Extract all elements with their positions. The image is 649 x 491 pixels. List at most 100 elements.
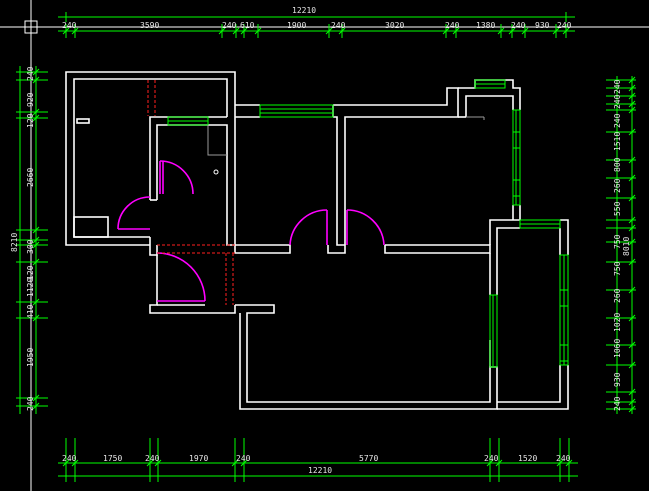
right-dim-label: 260 <box>613 178 622 193</box>
top-dim-label: 240 <box>557 21 572 30</box>
dimension-tick <box>218 27 226 35</box>
right-dim-label: 1020 <box>613 313 622 332</box>
dimension-tick <box>628 100 636 108</box>
right-dim-label: 1510 <box>613 132 622 151</box>
dimension-tick <box>254 27 262 35</box>
bottom-dim-label: 1970 <box>189 454 208 463</box>
top-dim-label: 240 <box>445 21 460 30</box>
windows <box>167 79 569 368</box>
dimension-tick <box>552 27 560 35</box>
dimension-tick <box>32 76 40 84</box>
door-room-middle <box>289 209 328 246</box>
dimension-tick <box>32 108 40 116</box>
dimension-tick <box>628 76 636 84</box>
dimension-tick <box>508 27 516 35</box>
door-room-right <box>346 209 385 246</box>
dimension-tick <box>62 459 70 467</box>
right-dim-label: 800 <box>613 157 622 172</box>
dimension-tick <box>628 156 636 164</box>
doors <box>117 160 385 302</box>
dimension-tick <box>442 27 450 35</box>
dimension-tick <box>628 84 636 92</box>
dimension-tick <box>628 174 636 182</box>
dimension-tick <box>628 361 636 369</box>
left-dim-label: 1120 <box>26 278 35 297</box>
dimension-tick <box>71 459 79 467</box>
left-dim-label: 2660 <box>26 168 35 187</box>
top-dim-label: 1900 <box>287 21 306 30</box>
bottom-total-label: 12210 <box>308 466 332 475</box>
dimension-tick <box>628 341 636 349</box>
dimension-tick <box>628 314 636 322</box>
toilet-fixture <box>213 169 219 175</box>
dimension-tick <box>628 258 636 266</box>
door-entry <box>156 252 206 302</box>
hidden-lines <box>147 80 235 305</box>
dimension-tick <box>628 224 636 232</box>
left-dim-label: 120 <box>26 265 35 280</box>
dimension-tick <box>521 27 529 35</box>
left-dim-label: 300 <box>26 239 35 254</box>
dimension-tick <box>628 398 636 406</box>
right-dim-label: 260 <box>613 288 622 303</box>
dimension-tick <box>32 394 40 402</box>
dimension-tick <box>338 27 346 35</box>
window-inner-partition <box>489 294 498 368</box>
dimension-tick <box>32 314 40 322</box>
right-dim-label: 240 <box>613 94 622 109</box>
right-total-label: 8010 <box>622 237 631 256</box>
window-top-middle <box>259 104 334 118</box>
dimension-tick <box>556 459 564 467</box>
bottom-dim-label: 240 <box>556 454 571 463</box>
right-dim-label: 750 <box>613 234 622 249</box>
bottom-dimension-chain: 240 1750 240 1970 240 5770 240 1520 240 … <box>58 438 578 482</box>
dimension-tick <box>565 459 573 467</box>
bath-fixture <box>207 125 227 156</box>
bottom-dim-label: 240 <box>484 454 499 463</box>
top-dim-label: 610 <box>240 21 255 30</box>
dimension-tick <box>452 27 460 35</box>
window-bathroom <box>167 116 209 126</box>
dimension-tick <box>497 27 505 35</box>
left-dim-label: 920 <box>26 92 35 107</box>
dimension-tick <box>232 27 240 35</box>
dimension-tick <box>32 114 40 122</box>
left-dim-label: 240 <box>26 66 35 81</box>
dimension-tick <box>495 459 503 467</box>
dimension-tick <box>62 27 70 35</box>
top-dim-label: 3590 <box>140 21 159 30</box>
right-dim-label: 240 <box>613 79 622 94</box>
dimension-tick <box>32 402 40 410</box>
dimension-tick <box>231 459 239 467</box>
dimension-tick <box>628 194 636 202</box>
dimension-tick <box>628 388 636 396</box>
dimension-tick <box>32 226 40 234</box>
dimension-tick <box>628 405 636 413</box>
dimension-tick <box>628 92 636 100</box>
dimension-tick <box>32 68 40 76</box>
dimension-tick <box>325 27 333 35</box>
bottom-dim-label: 5770 <box>359 454 378 463</box>
window-balcony-top <box>474 79 506 89</box>
left-dim-label: 410 <box>26 304 35 319</box>
left-dim-label: 120 <box>26 113 35 128</box>
dimension-tick <box>628 238 636 246</box>
dimension-tick <box>32 236 40 244</box>
shelf-fixture <box>76 118 90 124</box>
left-dim-label: 240 <box>26 396 35 411</box>
dimension-tick <box>154 459 162 467</box>
top-dim-label: 930 <box>535 21 550 30</box>
right-dim-label: 240 <box>613 396 622 411</box>
bottom-dim-label: 1520 <box>518 454 537 463</box>
fixtures <box>73 118 227 238</box>
right-dim-label: 750 <box>613 261 622 276</box>
right-dimension-chain: 8010 240 240 240 1510 800 260 550 750 75… <box>606 76 636 414</box>
right-dim-label: 1060 <box>613 339 622 358</box>
dimension-tick <box>32 298 40 306</box>
window-right-corner <box>519 219 561 229</box>
left-total-label: 8210 <box>10 233 19 252</box>
dimension-tick <box>628 106 636 114</box>
dimension-tick <box>628 128 636 136</box>
top-dim-label: 240 <box>62 21 77 30</box>
